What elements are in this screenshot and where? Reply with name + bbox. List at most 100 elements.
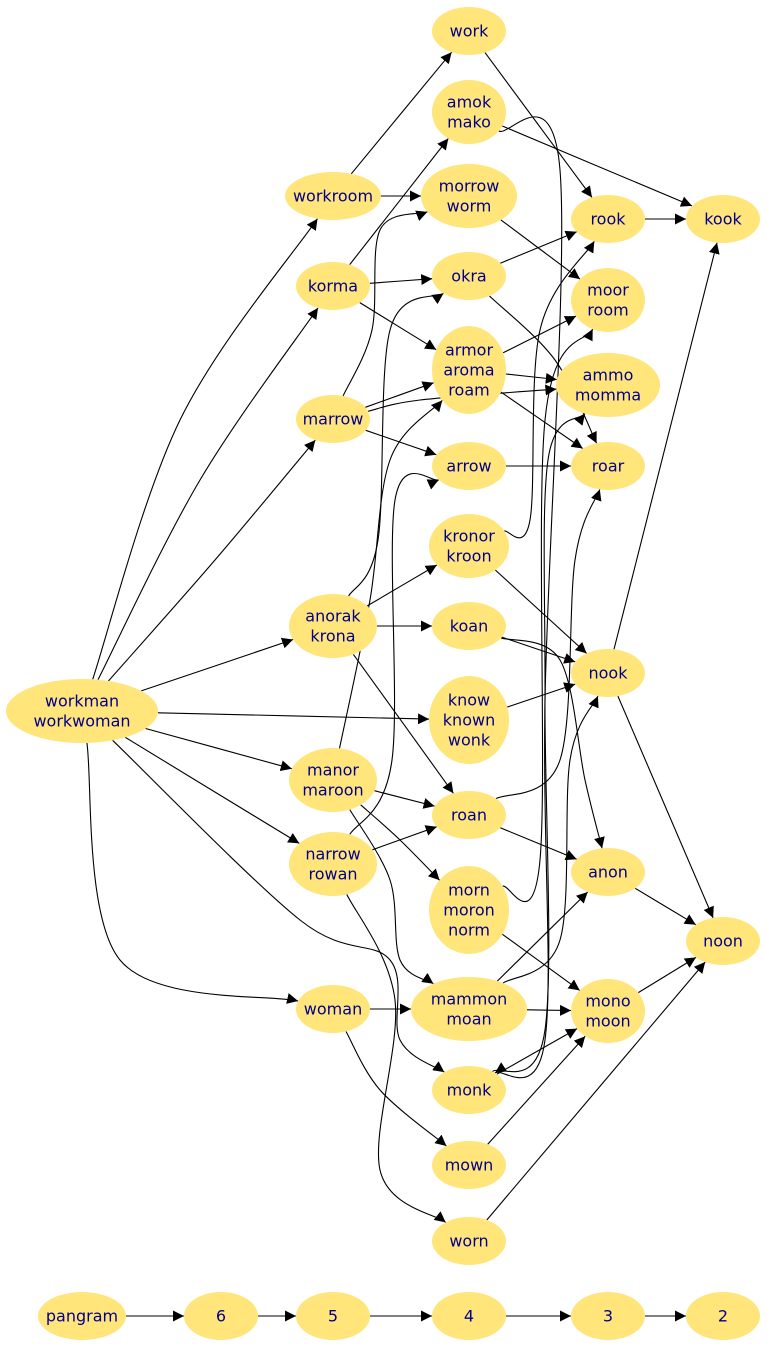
edge-nook-to-noon [617, 695, 714, 919]
node-ellipse [432, 1141, 506, 1189]
edge-amok-to-monk [494, 116, 563, 1079]
node-ellipse [38, 1292, 126, 1340]
node-ellipse [184, 1292, 258, 1340]
node-label: roan [451, 806, 487, 825]
edge-kronor-to-rook [504, 241, 595, 539]
node-label: worn [449, 1232, 488, 1251]
node-ellipse [285, 172, 381, 220]
edge-mown-to-mono [487, 1035, 586, 1145]
node-label: krona [310, 627, 355, 646]
edge-workroom-to-work [350, 51, 453, 175]
edge-marrow-to-arrow [365, 429, 437, 457]
node-label: 5 [328, 1307, 338, 1326]
node-ellipse [432, 442, 506, 490]
node-label: okra [451, 267, 486, 286]
node-label: aroma [443, 361, 494, 380]
edge-korma-to-armor [359, 302, 437, 351]
node-ellipse [571, 442, 645, 490]
node-label: korma [308, 277, 358, 296]
edge-morrow-to-moor [500, 219, 581, 280]
edge-know-to-nook [507, 682, 576, 708]
node-ellipse [296, 1292, 370, 1340]
node-ellipse [571, 1292, 645, 1340]
node-label: narrow [305, 845, 360, 864]
edge-anorak-to-kronor [366, 564, 438, 607]
edge-morn-to-moor [502, 328, 594, 902]
node-arrow: arrow [432, 442, 506, 490]
node-ellipse [289, 832, 377, 896]
edge-narrow-to-roan [372, 825, 437, 851]
node-ellipse [289, 594, 377, 658]
edge-workman-to-monk [112, 739, 445, 1073]
edge-okra-to-roar [489, 295, 598, 444]
node-label: mako [447, 113, 491, 132]
node-label: anorak [305, 607, 361, 626]
node-koan: koan [432, 602, 506, 650]
node-label: woman [304, 1000, 362, 1019]
node-label: nook [589, 664, 629, 683]
node-marrow: marrow [296, 395, 370, 443]
edge-kronor-to-nook [495, 569, 587, 654]
edge-woman-to-mown [345, 1031, 447, 1147]
node-mown: mown [432, 1141, 506, 1189]
node-label: pangram [46, 1307, 118, 1326]
edge-anorak-to-okra [348, 292, 444, 597]
edge-mammon-to-mono [526, 1004, 572, 1016]
edge-mammon-to-nook [502, 695, 599, 984]
node-ellipse [296, 985, 370, 1033]
node-ellipse [289, 748, 377, 812]
edge-marrow-to-ammo [367, 384, 557, 412]
node-ellipse [429, 676, 509, 764]
edge-koan-to-nook [501, 636, 576, 664]
node-label: mown [445, 1156, 494, 1175]
node-anon: anon [571, 848, 645, 896]
edge-mammon-to-anon [496, 891, 589, 982]
node-lvl3: 3 [571, 1292, 645, 1340]
node-ellipse [432, 791, 506, 839]
node-label: armor [445, 341, 493, 360]
edge-manor-to-roan [374, 790, 435, 809]
node-ellipse [686, 1292, 760, 1340]
edge-workman-to-manor [145, 727, 292, 772]
edge-monk-to-mono [496, 1028, 578, 1075]
node-label: 3 [603, 1307, 613, 1326]
edge-amok-to-kook [502, 125, 693, 207]
node-okra: okra [432, 252, 506, 300]
node-ellipse [571, 649, 645, 697]
node-lvl4: 4 [432, 1292, 506, 1340]
node-ellipse [686, 917, 760, 965]
edge-workman-to-narrow [124, 736, 300, 844]
node-nook: nook [571, 649, 645, 697]
node-ellipse [411, 977, 527, 1041]
edge-roan-to-roar [495, 489, 602, 800]
edge-anorak-to-roan [352, 654, 454, 794]
edge-nook-to-kook [613, 242, 720, 650]
node-label: kroon [446, 547, 491, 566]
node-lvl5: 5 [296, 1292, 370, 1340]
edge-workman-to-korma [97, 307, 319, 680]
edge-workman-to-woman [86, 742, 299, 1004]
node-ellipse [432, 602, 506, 650]
node-ellipse [429, 866, 509, 954]
node-label: known [443, 711, 495, 730]
edge-roan-to-anon [500, 827, 577, 861]
node-label: wonk [448, 731, 491, 750]
node-ellipse [432, 7, 506, 55]
node-ellipse [432, 326, 506, 414]
node-monk: monk [432, 1066, 506, 1114]
edge-workman-to-know [157, 712, 430, 725]
node-label: monk [447, 1081, 493, 1100]
node-label: noon [703, 932, 743, 951]
node-ellipse [432, 80, 506, 144]
edge-narrow-to-worn [346, 894, 447, 1223]
edge-workman-to-marrow [107, 439, 316, 682]
node-rook: rook [571, 195, 645, 243]
node-kook: kook [686, 195, 760, 243]
node-ellipse [556, 353, 660, 417]
